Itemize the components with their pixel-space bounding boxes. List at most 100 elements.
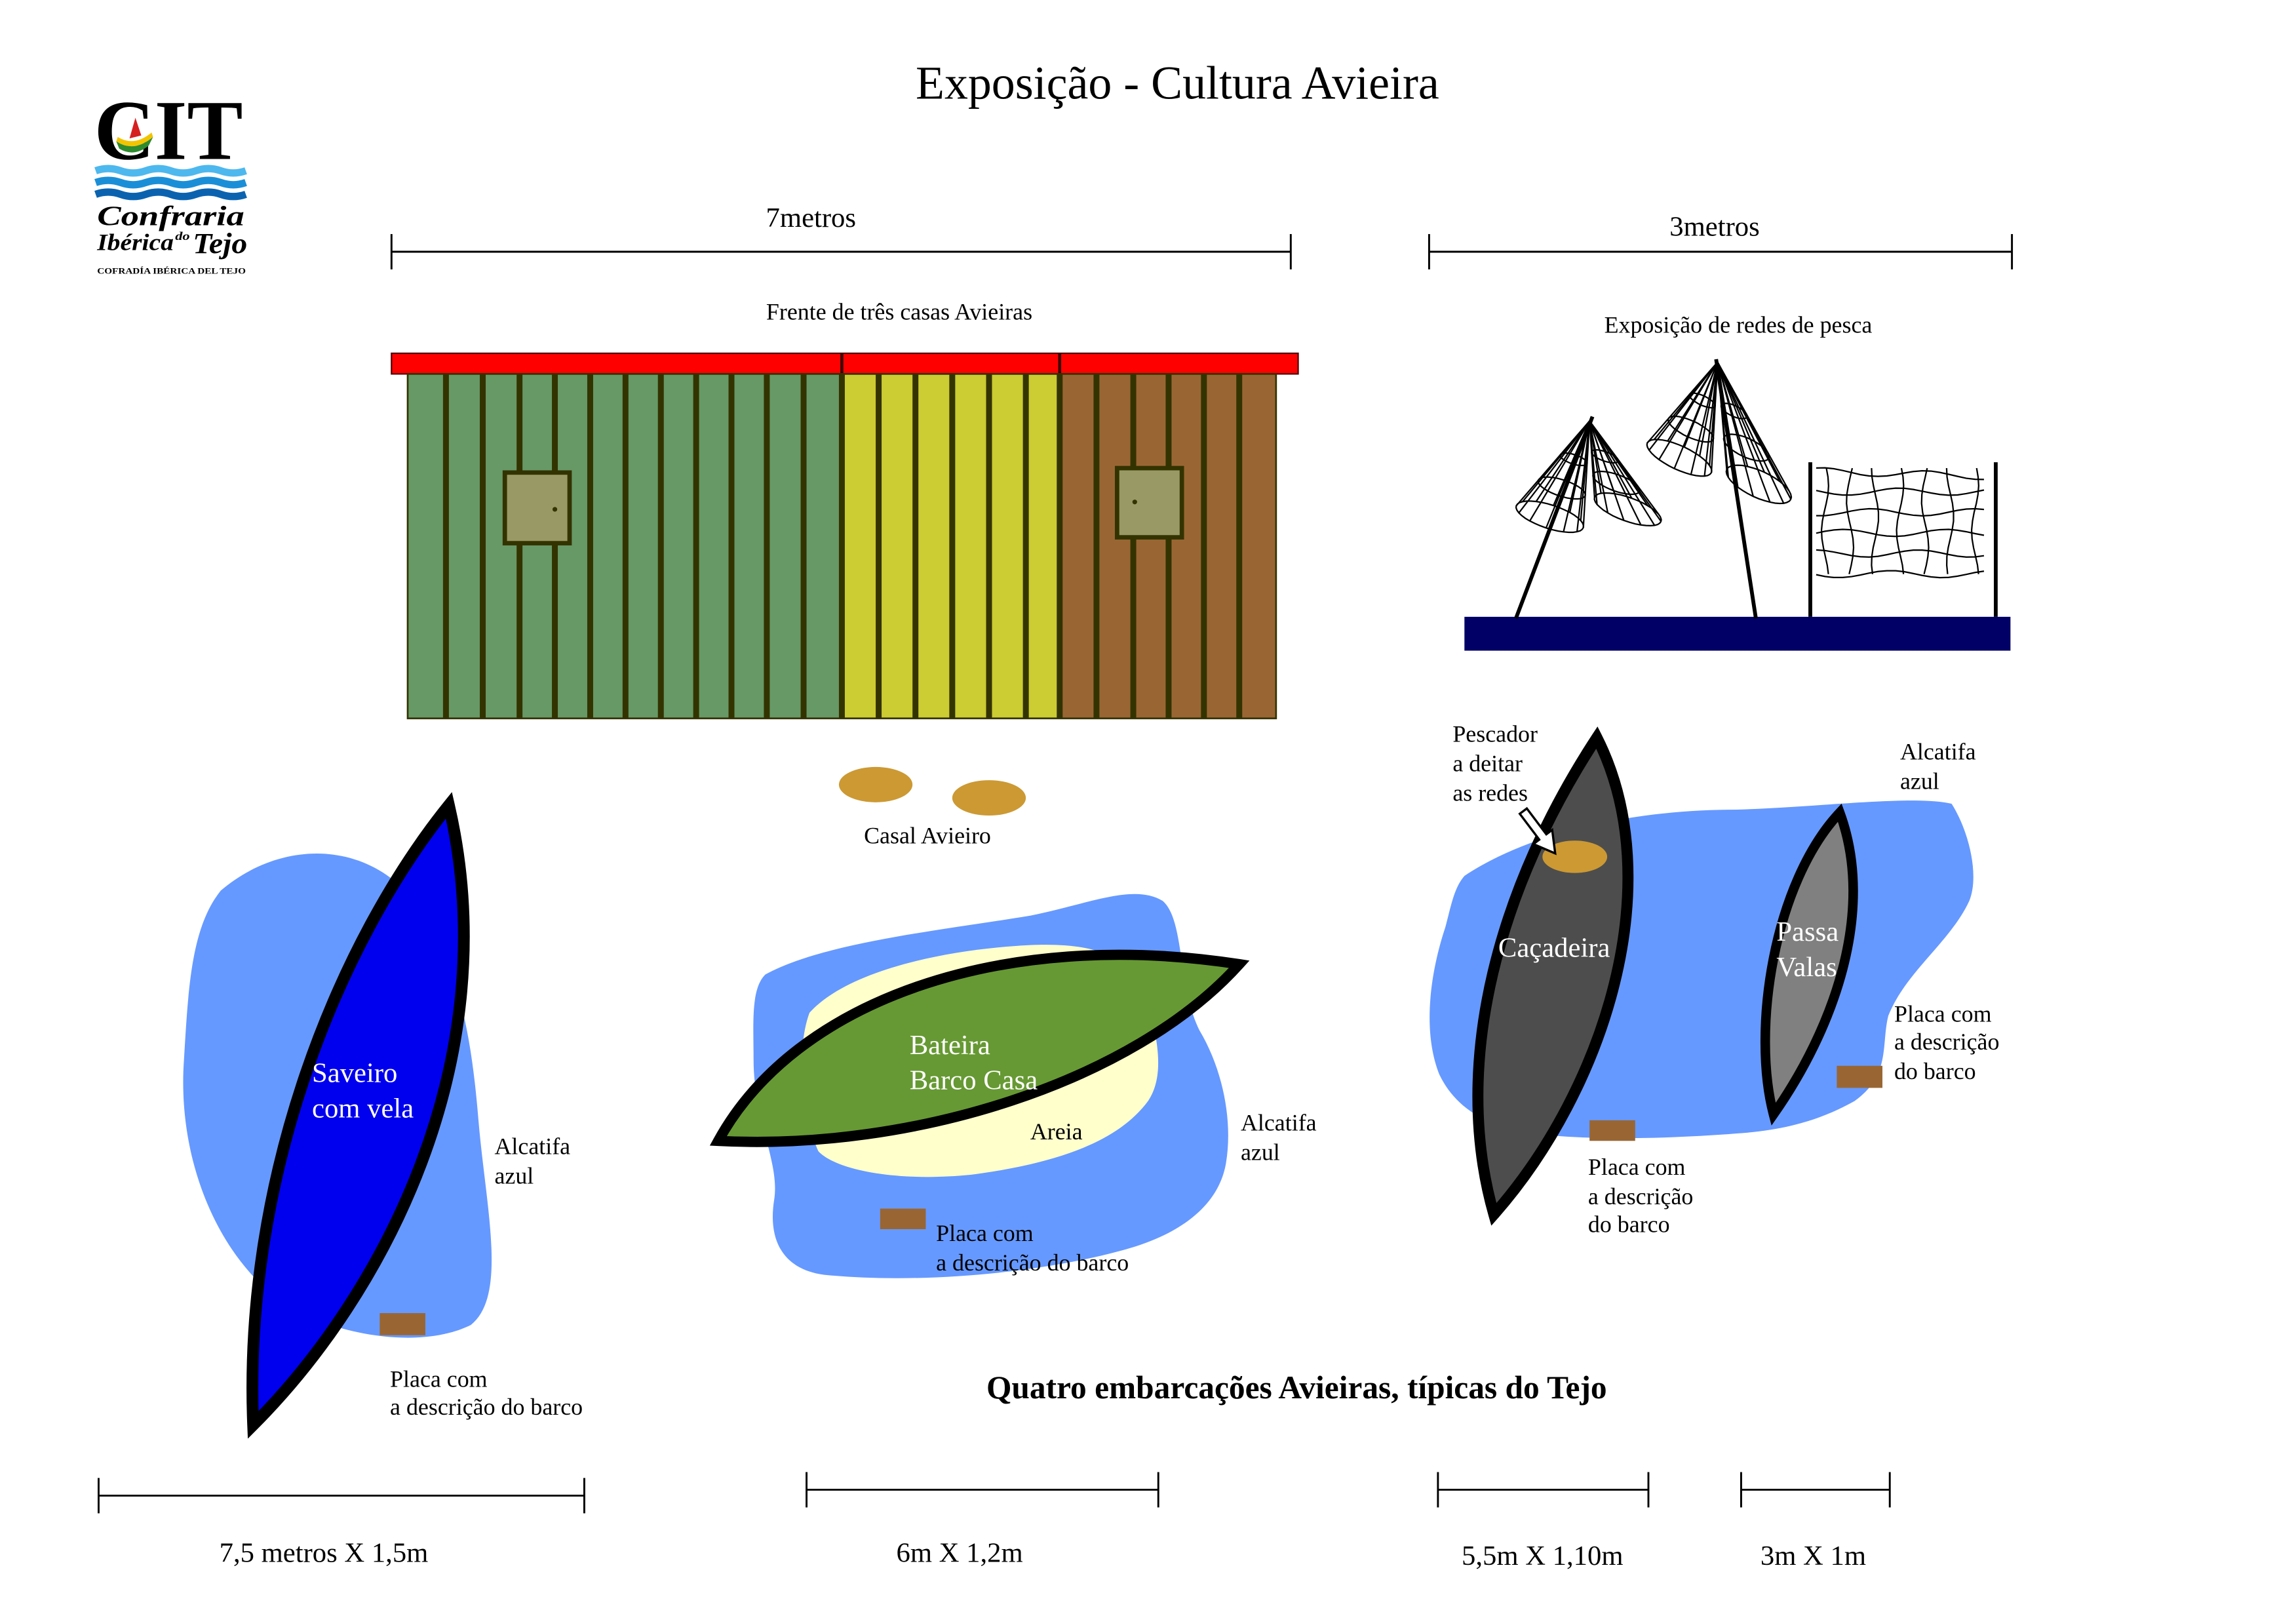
plaque-label-line1: Placa com (1588, 1154, 1686, 1180)
nets-dimension-label: 3metros (1669, 211, 1759, 242)
logo-name-line2: Ibérica (96, 229, 174, 256)
wall-plank (516, 374, 523, 718)
carpet-label-line1: Alcatifa (1900, 739, 1976, 765)
cacadeira-passa-valas-exhibit: Pescador a deitar as redes Caçadeira Pas… (1430, 721, 1999, 1238)
cacadeira-size-label: 5,5m X 1,10m (1462, 1541, 1623, 1571)
cacadeira-boat (1472, 726, 1634, 1226)
net-strand (1816, 467, 1984, 481)
wall-plank (552, 374, 558, 718)
net-mesh-line (1667, 361, 1719, 442)
net-mesh-line (1690, 362, 1719, 475)
net-mesh-line (1529, 420, 1591, 522)
window (502, 470, 572, 545)
net-strand (1896, 467, 1905, 574)
net-mesh-line (1717, 362, 1728, 470)
plaque-label-line2: a descrição (1894, 1029, 1999, 1055)
pointer-arrow-icon (1518, 806, 1557, 856)
logo-tagline: COFRADÍA IBÉRICA DEL TEJO (97, 267, 246, 276)
bateira-size-label: 6m X 1,2m (897, 1538, 1023, 1569)
net-mesh-line (1699, 362, 1719, 456)
description-plaque (880, 1208, 926, 1230)
page-title: Exposição - Cultura Avieira (916, 56, 1439, 109)
net-pole (1514, 416, 1595, 620)
fisherman-label-line1: Pescador (1452, 721, 1538, 747)
net-mesh-line (1589, 421, 1602, 494)
passa-valas-name-line2: Valas (1776, 952, 1837, 983)
plaque-label-line2: a descrição (1588, 1183, 1693, 1210)
house-outline (406, 373, 1277, 720)
wall-plank (728, 374, 735, 718)
carpet-label-line1: Alcatifa (494, 1133, 570, 1159)
wall-plank (622, 374, 629, 718)
fishing-nets-display (1464, 359, 2011, 651)
wall-plank (949, 374, 956, 718)
saveiro-name-line1: Saveiro (312, 1057, 397, 1088)
net-strand (1816, 487, 1985, 496)
net-mesh-line (1535, 420, 1591, 502)
description-plaque (379, 1313, 425, 1335)
net-strand (1820, 467, 1829, 574)
window-knob (1132, 500, 1137, 505)
plaque-label-line2: a descrição do barco (936, 1250, 1129, 1276)
person-marker (838, 766, 913, 802)
wall-plank (1022, 374, 1029, 718)
wall-plank (1236, 374, 1243, 718)
carpet-label-line2: azul (494, 1162, 534, 1189)
net-mesh-line (1589, 420, 1642, 526)
passa-valas-size-label: 3m X 1m (1761, 1541, 1866, 1571)
wall-plank (800, 374, 807, 718)
net-mesh-line (1717, 361, 1785, 504)
logo-waves-icon (94, 165, 247, 201)
bateira-boat (709, 949, 1250, 1147)
plaque-label-line3: do barco (1588, 1211, 1670, 1238)
net-mesh-line (1553, 420, 1591, 506)
window-knob (552, 507, 558, 512)
description-plaque (1837, 1065, 1883, 1088)
net-mesh-line (1580, 421, 1591, 521)
net-strand (1871, 468, 1880, 574)
hanging-net (1808, 462, 1998, 617)
passa-valas-size-dimension: 3m X 1m (1740, 1472, 1891, 1571)
cone-net (1717, 361, 1793, 505)
saveiro-name-line2: com vela (312, 1093, 414, 1124)
cone-net (1515, 420, 1591, 534)
wall-plank (986, 374, 992, 718)
plaque-label-line1: Placa com (1894, 1000, 1992, 1027)
wall-plank (657, 374, 664, 718)
fisherman-label-line2: a deitar (1452, 751, 1523, 777)
net-mesh-line (1589, 420, 1660, 515)
saveiro-size-dimension: 7,5 metros X 1,5m (97, 1478, 585, 1569)
cone-net (1646, 361, 1719, 477)
cit-logo: CIT Confraria Ibérica do Tejo COFRADÍA I… (94, 84, 248, 276)
plaque-label-line2: a descrição do barco (390, 1394, 583, 1420)
wall-planks (442, 374, 1243, 718)
logo-boat-stripe (116, 132, 153, 147)
net-strand (1945, 468, 1955, 574)
window-frame (1114, 465, 1184, 540)
net-strand (1970, 467, 1979, 574)
cacadeira-size-dimension: 5,5m X 1,10m (1437, 1472, 1650, 1571)
nets-caption: Exposição de redes de pesca (1605, 311, 1873, 338)
logo-name-line3: Tejo (193, 227, 247, 260)
wall-plank (764, 374, 770, 718)
person-marker (952, 780, 1026, 816)
wall-plank (1057, 374, 1063, 718)
carpet-label-line2: azul (1900, 768, 1939, 795)
fisherman-marker (1542, 840, 1608, 873)
net-strand (1816, 507, 1985, 517)
wall-plank (1201, 374, 1207, 718)
carpet-label-line1: Alcatifa (1241, 1110, 1317, 1136)
carpet-label-line2: azul (1241, 1139, 1280, 1165)
casal-label: Casal Avieiro (864, 823, 991, 849)
fisherman-label-line3: as redes (1452, 780, 1528, 806)
net-mesh-line (1522, 420, 1591, 502)
net-mesh-line (1589, 420, 1656, 526)
net-mesh-line (1568, 420, 1591, 513)
net-mesh-line (1653, 361, 1719, 441)
cacadeira-name: Caçadeira (1498, 933, 1610, 964)
boats-subtitle: Quatro embarcações Avieiras, típicas do … (986, 1369, 1607, 1406)
passa-valas-name-line1: Passa (1776, 916, 1839, 947)
wall-plank (480, 374, 486, 718)
wall-plank (587, 374, 593, 718)
plaque-label-line1: Placa com (390, 1366, 488, 1392)
